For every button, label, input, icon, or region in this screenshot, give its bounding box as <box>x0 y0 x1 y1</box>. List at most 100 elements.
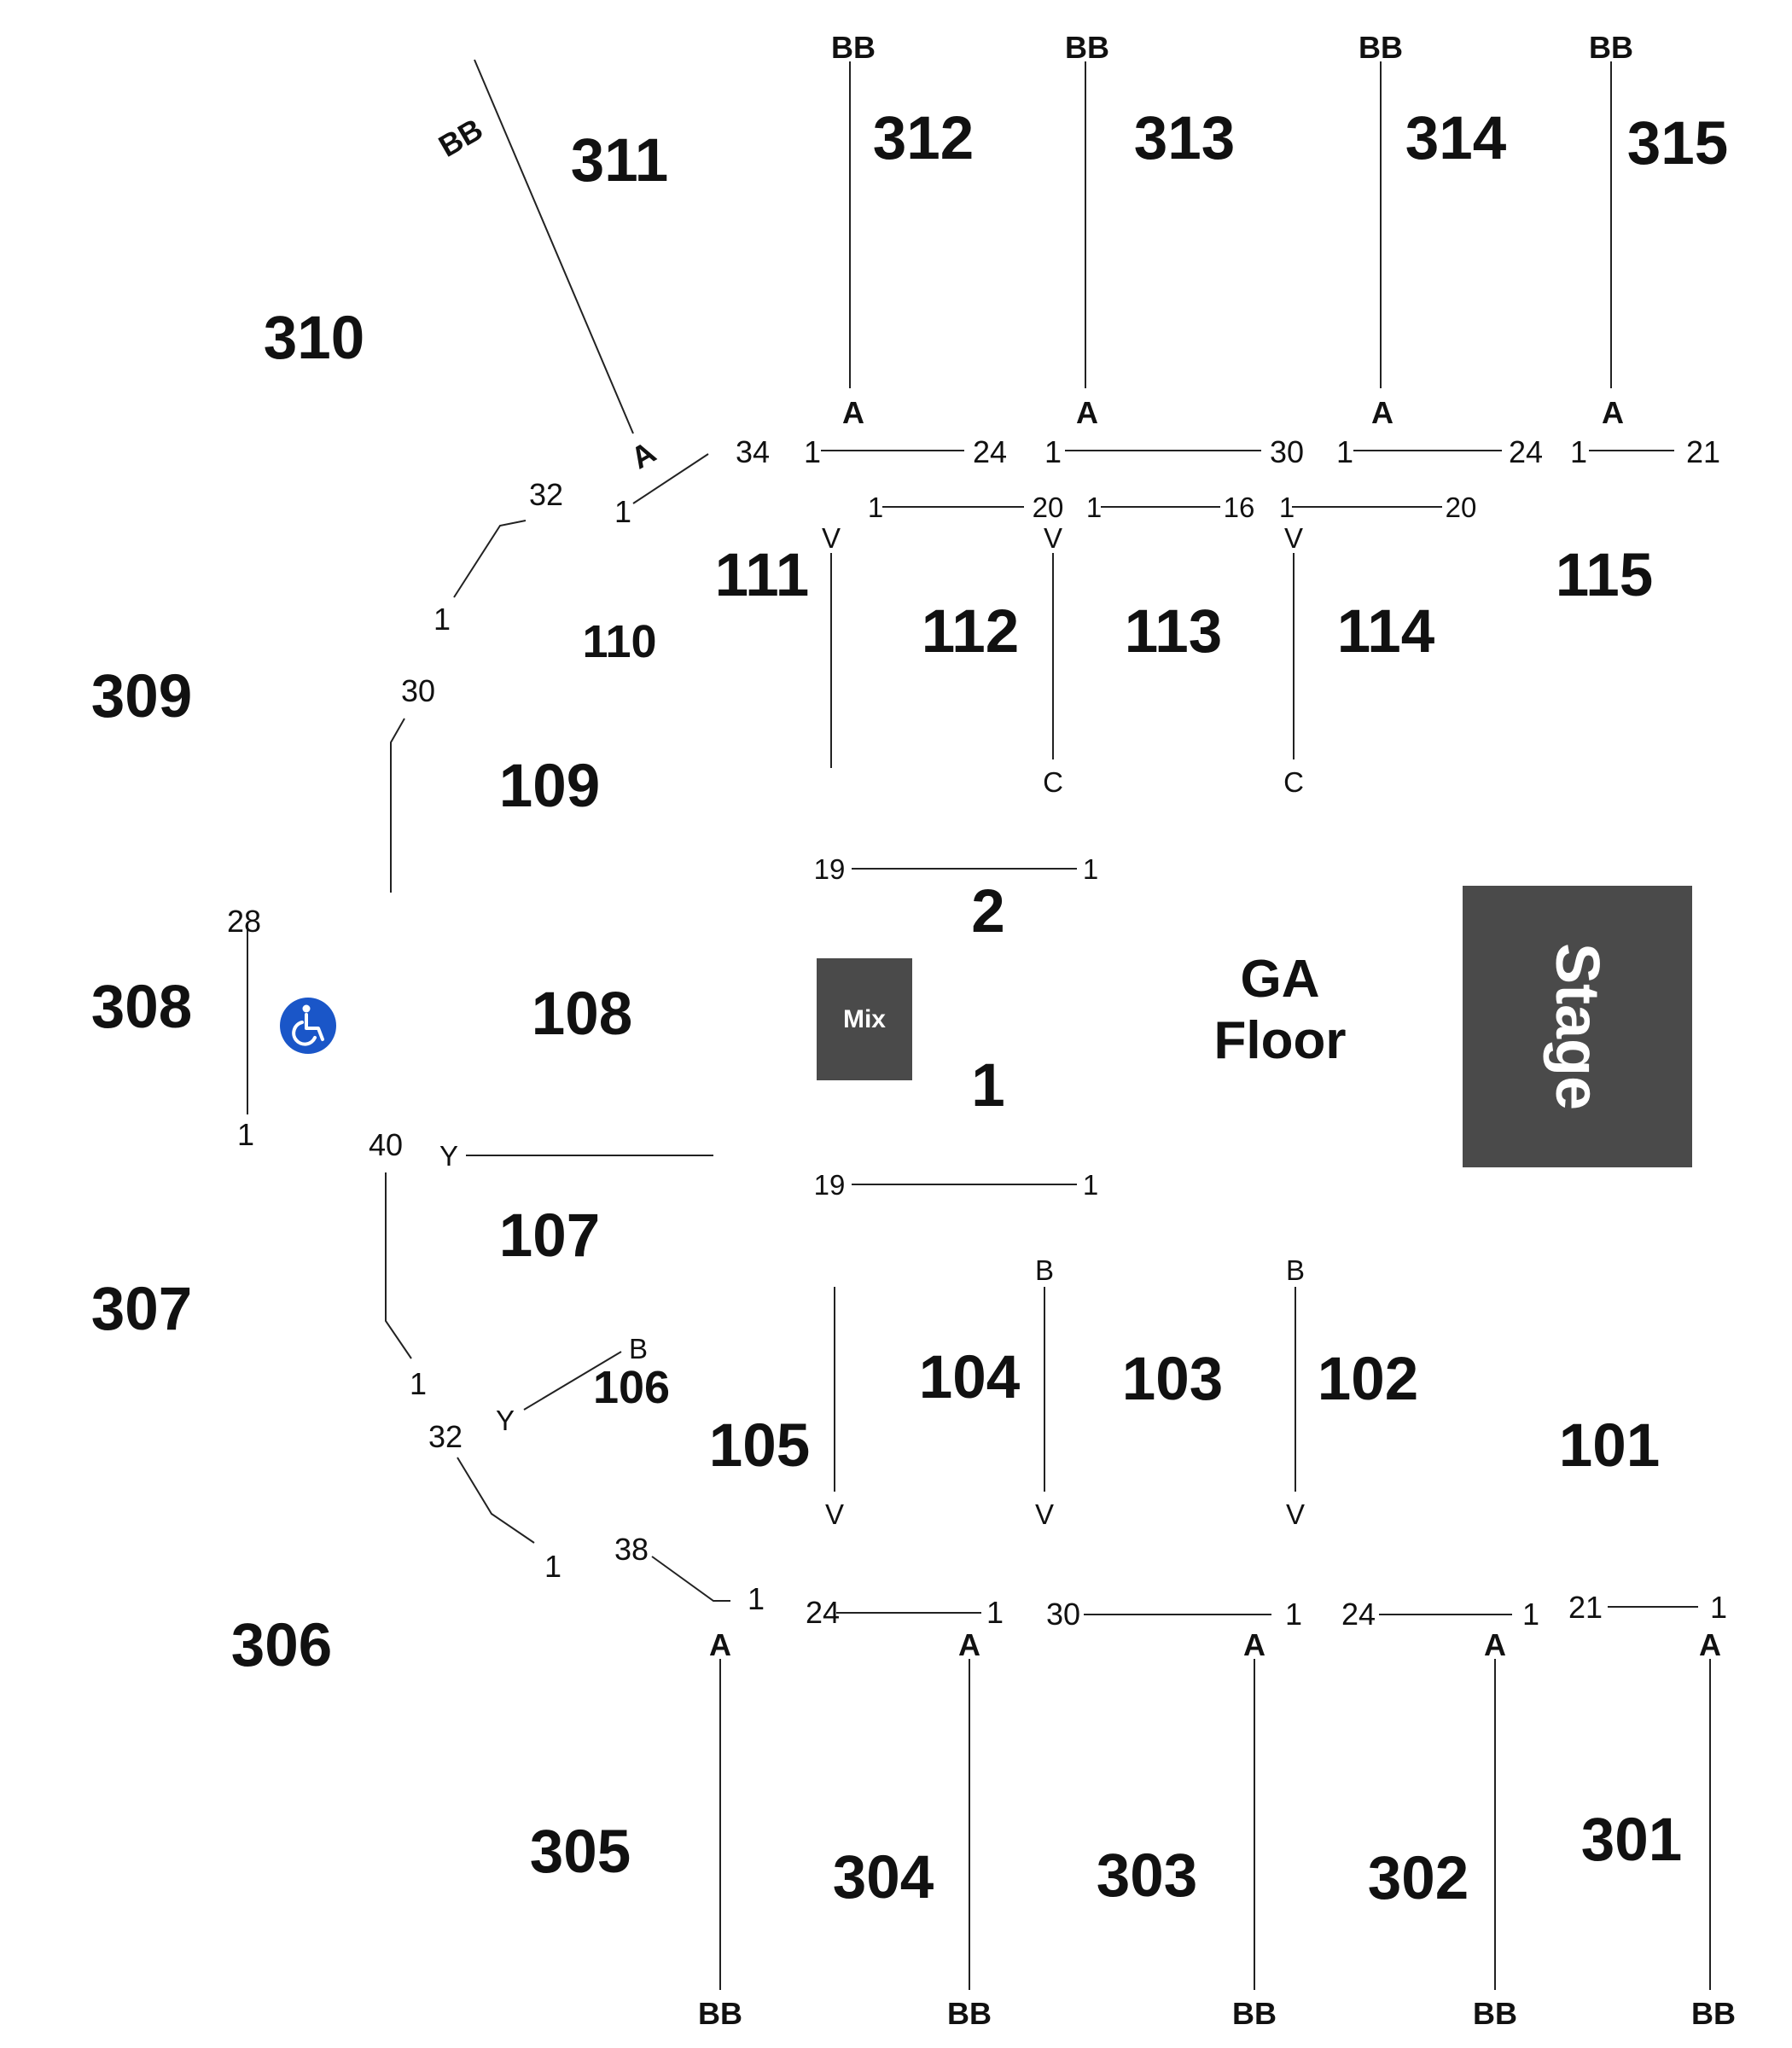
row-label: V <box>1035 1498 1054 1530</box>
section-115[interactable]: 115 <box>1556 542 1654 609</box>
row-label: V <box>825 1498 844 1530</box>
seat-number: 34 <box>736 434 770 469</box>
seat-number: 1 <box>544 1549 561 1584</box>
section-305[interactable]: 305 <box>530 1818 631 1886</box>
row-label: V <box>822 522 841 554</box>
seat-number: 21 <box>1686 434 1720 469</box>
section-310[interactable]: 310 <box>264 305 364 372</box>
row-label: C <box>1283 766 1304 798</box>
section-306[interactable]: 306 <box>231 1612 332 1679</box>
seat-number: 19 <box>814 1169 846 1201</box>
row-label: A <box>1699 1627 1721 1662</box>
seat-number: 30 <box>401 673 435 708</box>
section-302[interactable]: 302 <box>1368 1845 1469 1912</box>
row-label: Y <box>439 1140 458 1172</box>
row-label: A <box>709 1627 731 1662</box>
section-307[interactable]: 307 <box>91 1276 192 1343</box>
section-111[interactable]: 111 <box>715 542 810 609</box>
row-label: A <box>1484 1627 1506 1662</box>
seat-number: 1 <box>1083 1169 1098 1201</box>
section-308[interactable]: 308 <box>91 974 192 1041</box>
section-103[interactable]: 103 <box>1122 1346 1223 1413</box>
row-label: V <box>1284 522 1303 554</box>
row-lines <box>247 59 1711 1990</box>
seat-number: 30 <box>1046 1597 1080 1632</box>
seat-number: 32 <box>428 1419 463 1454</box>
seat-number: 19 <box>814 853 846 885</box>
seat-number: 24 <box>1509 434 1543 469</box>
row-label: BB <box>1589 30 1633 65</box>
seat-number: 38 <box>614 1532 649 1567</box>
section-107[interactable]: 107 <box>499 1202 600 1270</box>
section-109[interactable]: 109 <box>499 753 600 820</box>
row-label: BB <box>831 30 876 65</box>
row-label: BB <box>433 111 489 164</box>
seat-number: 1 <box>1522 1597 1539 1632</box>
seat-number: 32 <box>529 477 563 512</box>
section-304[interactable]: 304 <box>833 1844 934 1911</box>
ga-floor-label-line1[interactable]: GA <box>1241 950 1320 1009</box>
floor-section-2[interactable]: 2 <box>971 878 1005 945</box>
seat-number: 1 <box>1086 492 1102 523</box>
floor-section-1[interactable]: 1 <box>971 1052 1005 1120</box>
section-314[interactable]: 314 <box>1405 105 1507 172</box>
seat-number: 24 <box>973 434 1007 469</box>
row-label: BB <box>1473 1996 1517 2031</box>
row-label: Y <box>496 1405 515 1436</box>
row-label: BB <box>947 1996 992 2031</box>
section-311[interactable]: 311 <box>571 127 669 195</box>
row-label: BB <box>1065 30 1109 65</box>
section-303[interactable]: 303 <box>1097 1842 1197 1910</box>
seat-number: 21 <box>1568 1590 1603 1625</box>
row-label: BB <box>1232 1996 1277 2031</box>
seat-number: 20 <box>1033 492 1064 523</box>
seat-number: 1 <box>986 1595 1004 1630</box>
row-label: B <box>1286 1254 1305 1286</box>
seat-number: 1 <box>748 1581 765 1616</box>
seat-number: 40 <box>369 1127 403 1162</box>
seat-number: 24 <box>806 1595 840 1630</box>
ga-floor-label-line2[interactable]: Floor <box>1214 1011 1347 1070</box>
section-102[interactable]: 102 <box>1318 1346 1418 1413</box>
row-label: C <box>1043 766 1063 798</box>
seat-number: 1 <box>614 494 631 529</box>
stage[interactable] <box>1463 886 1692 1167</box>
seat-number: 1 <box>1570 434 1587 469</box>
row-label: A <box>625 434 661 476</box>
section-113[interactable]: 113 <box>1125 598 1223 666</box>
section-301[interactable]: 301 <box>1581 1807 1682 1874</box>
section-309[interactable]: 309 <box>91 663 192 730</box>
seat-number: 1 <box>1285 1597 1302 1632</box>
seat-number: 28 <box>227 904 261 939</box>
row-label: A <box>1243 1627 1265 1662</box>
section-114[interactable]: 114 <box>1337 598 1435 666</box>
row-label: A <box>1371 395 1393 430</box>
section-312[interactable]: 312 <box>873 105 974 172</box>
row-label: A <box>842 395 864 430</box>
seat-number: 1 <box>1710 1590 1727 1625</box>
section-313[interactable]: 313 <box>1134 105 1235 172</box>
seat-number: 1 <box>804 434 821 469</box>
stage-label: Stage <box>1543 943 1611 1110</box>
seat-number: 24 <box>1341 1597 1376 1632</box>
section-112[interactable]: 112 <box>922 598 1020 666</box>
section-110[interactable]: 110 <box>582 616 656 667</box>
seat-number: 30 <box>1270 434 1304 469</box>
section-101[interactable]: 101 <box>1559 1412 1660 1480</box>
section-108[interactable]: 108 <box>532 980 632 1048</box>
seat-number: 1 <box>237 1117 254 1152</box>
mix-label: Mix <box>843 1005 886 1033</box>
mix-booth <box>817 958 912 1080</box>
section-105[interactable]: 105 <box>709 1412 810 1480</box>
seat-number: 1 <box>1044 434 1062 469</box>
seat-number: 20 <box>1446 492 1477 523</box>
row-label: A <box>958 1627 980 1662</box>
section-106[interactable]: 106 <box>593 1362 670 1413</box>
row-label: BB <box>1691 1996 1736 2031</box>
section-315[interactable]: 315 <box>1627 110 1728 177</box>
section-104[interactable]: 104 <box>919 1344 1021 1411</box>
seat-number: 1 <box>1083 853 1098 885</box>
seat-number: 1 <box>1336 434 1353 469</box>
row-label: B <box>629 1333 648 1364</box>
